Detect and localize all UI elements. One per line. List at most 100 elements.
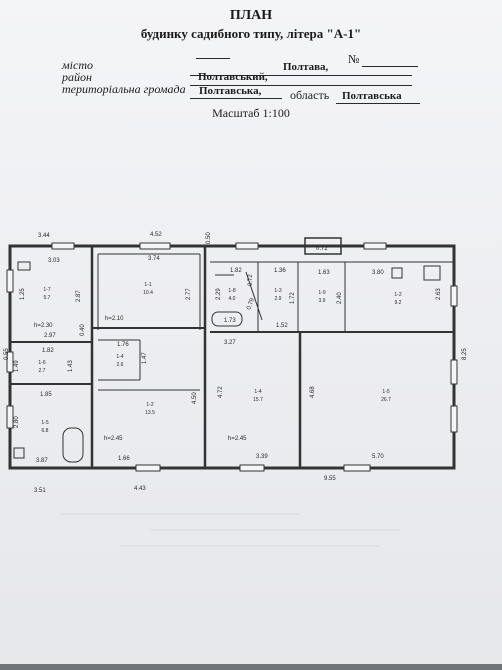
scanner-edge <box>0 664 502 670</box>
dim-339: 3.39 <box>256 454 268 460</box>
dim-450: 4.50 <box>192 392 198 404</box>
dim-left-b: 2.87 <box>76 290 82 302</box>
dim-182: 1.82 <box>42 348 54 354</box>
room-area: 6.8 <box>42 428 49 434</box>
room-area: 2.7 <box>39 368 46 374</box>
dim-955: 9.55 <box>324 476 336 482</box>
boiler-icon <box>423 265 441 281</box>
dim-r2-top: 3.74 <box>148 256 160 262</box>
bathtub-icon <box>211 311 243 327</box>
room-area: 3.9 <box>319 298 326 304</box>
room-area: 26.7 <box>381 397 391 403</box>
plan-title: ПЛАН <box>229 8 273 23</box>
dim-040: 0.40 <box>80 324 86 336</box>
room-id: 1-3 <box>274 288 281 294</box>
dim-055: 0.55 <box>4 348 10 360</box>
community-line <box>190 98 282 99</box>
dim-570: 5.70 <box>372 454 384 460</box>
dim-top-left: 3.44 <box>38 233 50 239</box>
height-2: h=2.10 <box>105 316 124 322</box>
room-id: 1-4 <box>254 389 261 395</box>
dim-166: 1.66 <box>118 456 130 462</box>
dim-mid-side: 2.77 <box>186 288 192 300</box>
room-id: 1-4 <box>116 354 123 360</box>
dim-468: 4.68 <box>310 386 316 398</box>
room-id: 1-1 <box>144 282 151 288</box>
room-area: 13.5 <box>145 410 155 416</box>
region-line <box>336 103 420 104</box>
dim-r3-top1: 1.82 <box>230 268 242 274</box>
dim-176: 1.76 <box>117 342 129 348</box>
room-area: 15.7 <box>253 397 263 403</box>
dim-left-a: 1.25 <box>20 288 26 300</box>
room-id: 1-5 <box>382 389 389 395</box>
region-value: Полтавська <box>342 90 402 102</box>
outer-wall <box>8 244 456 470</box>
room-id: 1-7 <box>43 287 50 293</box>
number-blank-line <box>196 58 230 59</box>
district-value: Полтавський, <box>198 71 268 83</box>
sink-icon <box>391 267 403 279</box>
number-value-line <box>362 66 418 67</box>
room-area: 10.4 <box>143 290 153 296</box>
dim-280: 2.80 <box>14 416 20 428</box>
dim-185: 1.85 <box>40 392 52 398</box>
dim-r-side3: 1.72 <box>290 292 296 304</box>
region-label: область <box>290 88 330 102</box>
dim-r-side2: 0.72 <box>248 274 254 286</box>
room-id: 1-6 <box>38 360 45 366</box>
bathtub-icon-2 <box>62 427 84 463</box>
dim-387: 3.87 <box>36 458 48 464</box>
dim-r3-top4: 3.80 <box>372 270 384 276</box>
community-label: територіальна громада <box>62 82 186 96</box>
dim-143: 1.43 <box>68 360 74 372</box>
dim-472: 4.72 <box>218 386 224 398</box>
height-3: h=2.45 <box>104 436 123 442</box>
dim-diag: 0.79 <box>246 297 256 311</box>
dim-825: 8.25 <box>462 348 468 360</box>
dim-top-mid: 4.52 <box>150 232 162 238</box>
dim-r3-top3: 1.63 <box>318 270 330 276</box>
dim-297: 2.97 <box>44 333 56 339</box>
dim-443: 4.43 <box>134 486 146 492</box>
city-line <box>190 75 412 76</box>
dim-bath-w: 1.73 <box>224 318 236 324</box>
district-line <box>190 85 412 86</box>
city-label: місто <box>62 58 93 72</box>
room-area: 2.9 <box>275 296 282 302</box>
number-mark: № <box>348 52 360 66</box>
room-area: 5.7 <box>44 295 51 301</box>
dim-149: 1.49 <box>14 360 20 372</box>
dim-r1-top: 3.03 <box>48 258 60 264</box>
room-id: 1-2 <box>394 292 401 298</box>
room-area: 9.2 <box>395 300 402 306</box>
scale-label: Масштаб 1:100 <box>212 106 290 120</box>
toilet-icon <box>13 447 25 459</box>
dim-porch: 0.72 <box>316 246 328 252</box>
dim-top-v: 0.50 <box>206 232 212 244</box>
room-id: 1-2 <box>146 402 153 408</box>
porch-outline <box>304 237 342 255</box>
dim-351: 3.51 <box>34 488 46 494</box>
dim-corridor: 1.52 <box>276 323 288 329</box>
dim-r-side4: 2.40 <box>337 292 343 304</box>
room-area: 2.6 <box>117 362 124 368</box>
dim-147: 1.47 <box>142 352 148 364</box>
dim-r3-top2: 1.36 <box>274 268 286 274</box>
dim-r-side1: 2.29 <box>216 288 222 300</box>
height-1: h=2.30 <box>34 323 53 329</box>
height-4: h=2.45 <box>228 436 247 442</box>
room-id: 1-9 <box>318 290 325 296</box>
community-value: Полтавська, <box>199 85 262 97</box>
room-area: 4.0 <box>229 296 236 302</box>
room-id: 1-8 <box>228 288 235 294</box>
district-label: район <box>62 70 92 84</box>
dim-r-side5: 2.63 <box>436 288 442 300</box>
dim-327: 3.27 <box>224 340 236 346</box>
stove-icon <box>17 261 31 271</box>
plan-subtitle: будинку садибного типу, літера "А-1" <box>140 26 362 41</box>
city-value: Полтава, <box>283 61 329 73</box>
room-id: 1-5 <box>41 420 48 426</box>
